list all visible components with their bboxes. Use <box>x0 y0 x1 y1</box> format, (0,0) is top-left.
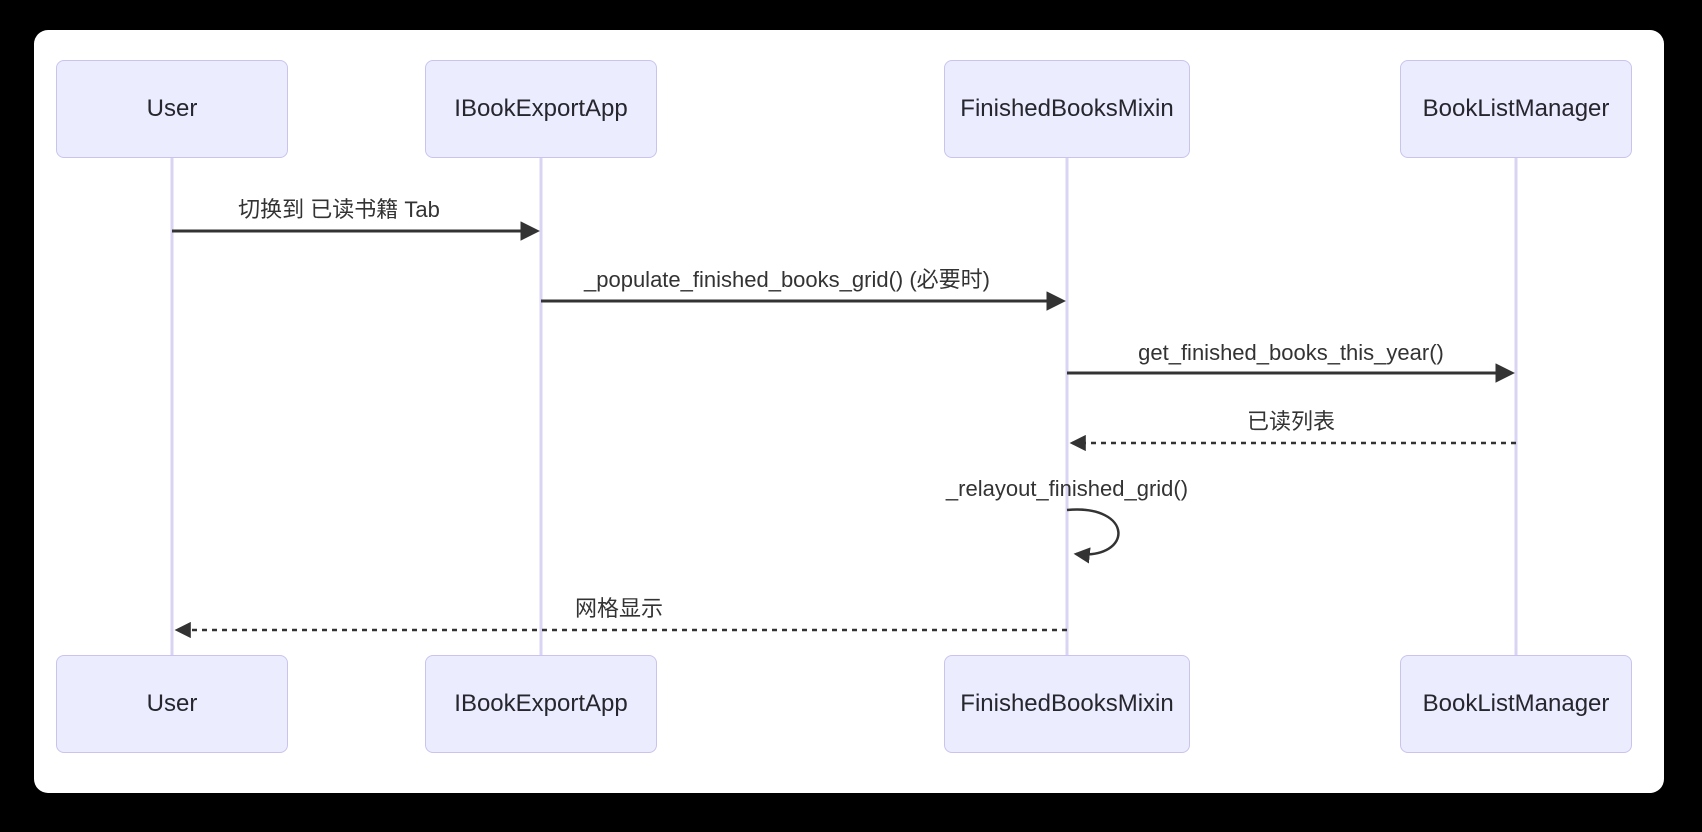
actor-label-ibookexportapp-top: IBookExportApp <box>454 95 628 122</box>
actor-label-finishedbooksmixin-top: FinishedBooksMixin <box>960 95 1174 122</box>
actor-label-user-top: User <box>146 95 198 122</box>
actor-box-finishedbooksmixin-top: FinishedBooksMixin <box>944 60 1190 158</box>
message-label-4: 已读列表 <box>1246 409 1336 434</box>
message-label-5: _relayout_finished_grid() <box>945 476 1189 501</box>
actor-box-booklistmanager-bottom: BookListManager <box>1400 655 1632 753</box>
message-label-1: 切换到 已读书籍 Tab <box>238 197 440 222</box>
message-label-3: get_finished_books_this_year() <box>1138 340 1444 365</box>
actor-box-ibookexportapp-bottom: IBookExportApp <box>425 655 657 753</box>
message-self-loop-5 <box>1066 508 1120 564</box>
diagram-lines-layer <box>170 158 1518 655</box>
actor-box-user-top: User <box>56 60 288 158</box>
actor-box-finishedbooksmixin-bottom: FinishedBooksMixin <box>944 655 1190 753</box>
actor-label-booklistmanager-top: BookListManager <box>1422 95 1610 122</box>
actor-label-ibookexportapp-bottom: IBookExportApp <box>454 690 628 717</box>
message-label-6: 网格显示 <box>574 596 664 621</box>
actor-box-user-bottom: User <box>56 655 288 753</box>
actor-box-ibookexportapp-top: IBookExportApp <box>425 60 657 158</box>
actor-label-user-bottom: User <box>146 690 198 717</box>
actor-label-booklistmanager-bottom: BookListManager <box>1422 690 1610 717</box>
sequence-diagram-canvas: User IBookExportApp FinishedBooksMixin B… <box>34 30 1664 793</box>
actor-label-finishedbooksmixin-bottom: FinishedBooksMixin <box>960 690 1174 717</box>
actor-box-booklistmanager-top: BookListManager <box>1400 60 1632 158</box>
message-label-2: _populate_finished_books_grid() (必要时) <box>584 267 990 292</box>
